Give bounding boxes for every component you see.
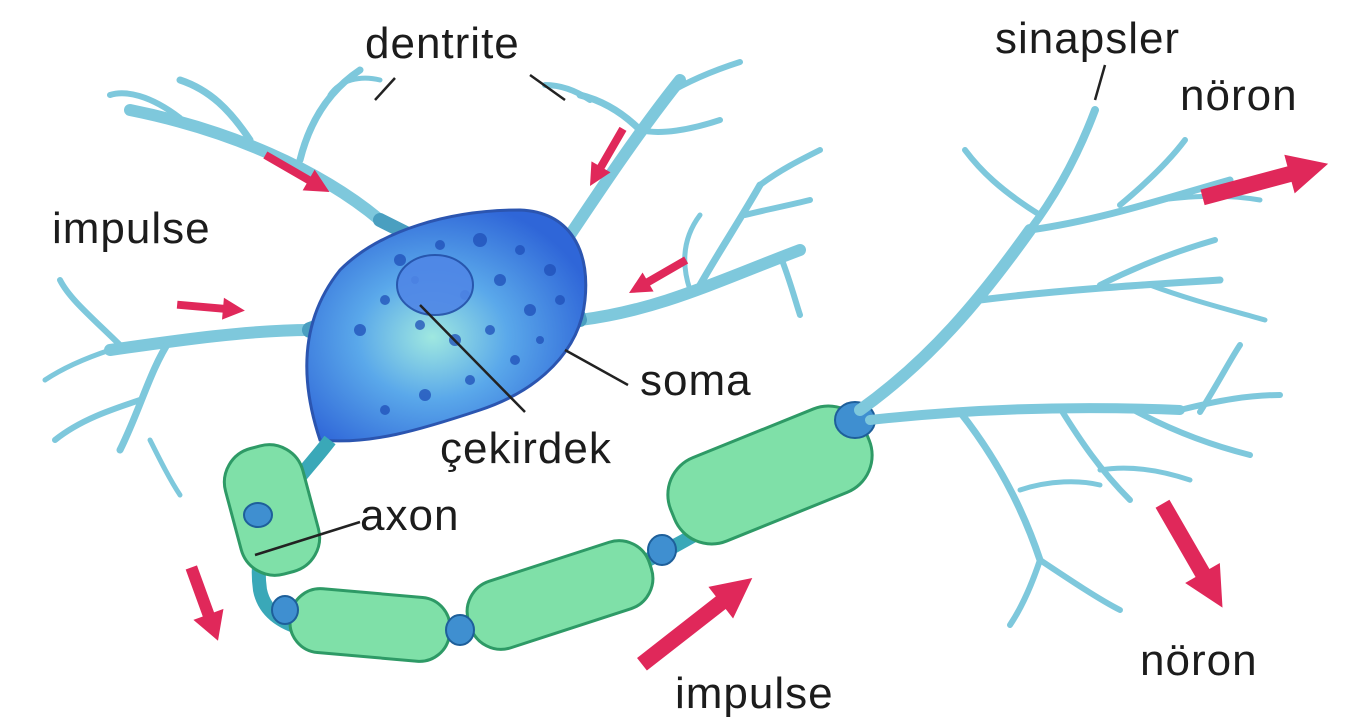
node-of-ranvier — [244, 503, 272, 527]
label-sinapsler: sinapsler — [995, 14, 1180, 63]
label-noron-top: nöron — [1180, 71, 1298, 120]
label-dentrite: dentrite — [365, 19, 520, 68]
soma — [307, 210, 586, 441]
arrow-icon — [176, 562, 233, 646]
arrow-icon — [176, 294, 246, 322]
node-of-ranvier — [446, 615, 474, 645]
label-impulse-bottom: impulse — [675, 669, 834, 718]
label-impulse-left: impulse — [52, 204, 211, 253]
arrow-icon — [1145, 494, 1240, 618]
label-axon: axon — [360, 491, 459, 540]
label-soma: soma — [640, 356, 752, 405]
label-noron-bottom: nöron — [1140, 636, 1258, 685]
nucleus — [397, 255, 473, 315]
node-of-ranvier — [272, 596, 298, 624]
node-of-ranvier — [648, 535, 676, 565]
label-cekirdek: çekirdek — [440, 424, 612, 473]
